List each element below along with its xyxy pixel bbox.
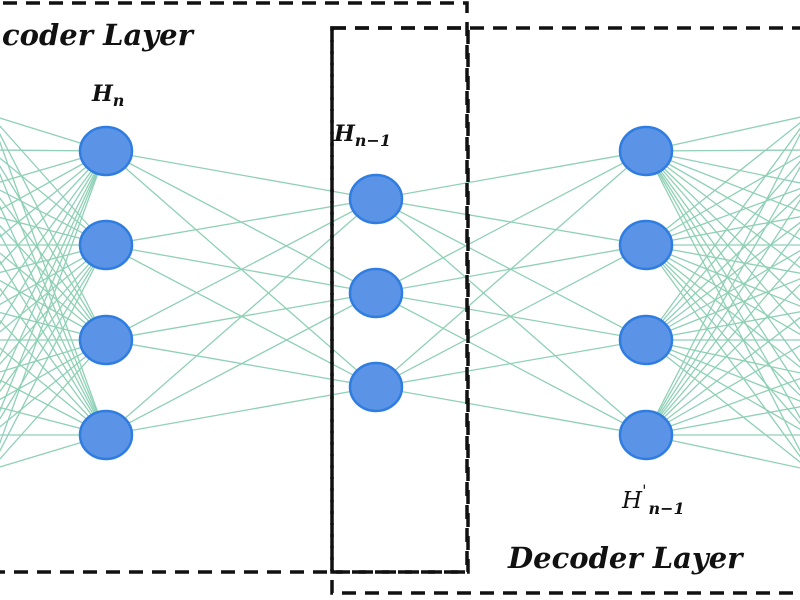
- edge-decoder-to-output: [645, 339, 800, 374]
- edge-input-to-hn: [0, 165, 107, 341]
- edge-input-to-hn: [0, 287, 107, 436]
- edge-hn-to-latent: [105, 386, 377, 436]
- decoder-node: [618, 314, 674, 366]
- edge-latent-to-decoder: [375, 150, 647, 200]
- edge-input-to-hn: [0, 205, 107, 436]
- edge-decoder-to-output: [645, 278, 800, 341]
- edge-input-to-hn: [0, 132, 107, 341]
- connection-lines: [0, 116, 800, 469]
- decoder-node: [618, 125, 674, 177]
- h-n-label: Hn: [91, 81, 124, 110]
- edge-decoder-to-output: [645, 216, 800, 246]
- edge-hn-to-latent: [105, 198, 377, 436]
- edge-decoder-to-output: [645, 155, 800, 246]
- h-n-minus-1-label: Hn−1: [333, 121, 391, 150]
- decoder-node: [618, 409, 674, 461]
- edge-decoder-to-output: [645, 199, 800, 436]
- edge-input-to-hn: [0, 232, 107, 436]
- edge-decoder-to-output: [645, 150, 800, 269]
- edge-decoder-to-output: [645, 187, 800, 246]
- edge-decoder-to-output: [645, 255, 800, 436]
- hn-node: [78, 125, 134, 177]
- hn-node: [78, 409, 134, 461]
- hn-node: [78, 219, 134, 271]
- edge-hn-to-latent: [105, 198, 377, 246]
- latent-node: [348, 267, 404, 319]
- edge-decoder-to-output: [645, 283, 800, 436]
- edge-decoder-to-output: [645, 345, 800, 436]
- edge-latent-to-decoder: [375, 386, 647, 436]
- edge-decoder-to-output: [645, 133, 800, 436]
- latent-node: [348, 361, 404, 413]
- latent-layer-box: [330, 26, 470, 574]
- edge-decoder-to-output: [645, 434, 800, 469]
- edge-hn-to-latent: [105, 292, 377, 436]
- edge-decoder-to-output: [645, 150, 800, 184]
- edge-input-to-hn: [0, 197, 107, 341]
- edge-decoder-to-output: [645, 221, 800, 341]
- edge-decoder-to-output: [645, 377, 800, 436]
- edge-decoder-to-output: [645, 193, 800, 341]
- edge-decoder-to-output: [645, 244, 800, 274]
- edge-decoder-to-output: [645, 406, 800, 436]
- decoder-layer-label: Decoder Layer: [507, 541, 745, 575]
- h-prime-n-minus-1-label: H'n−1: [621, 481, 685, 518]
- edge-latent-to-decoder: [375, 150, 647, 294]
- encoder-layer-label: coder Layer: [2, 18, 196, 52]
- edge-latent-to-decoder: [375, 339, 647, 388]
- decoder-layer-box: [330, 26, 800, 595]
- edge-input-to-hn: [0, 140, 107, 436]
- edge-hn-to-latent: [105, 150, 377, 200]
- edge-input-to-hn: [0, 319, 107, 436]
- edge-input-to-hn: [0, 224, 107, 341]
- neuron-nodes: [78, 125, 674, 461]
- edge-input-to-hn: [0, 150, 107, 266]
- latent-node: [348, 173, 404, 225]
- edge-latent-to-decoder: [375, 244, 647, 388]
- edge-decoder-to-output: [645, 116, 800, 152]
- hn-node: [78, 314, 134, 366]
- edge-decoder-to-output: [645, 227, 800, 436]
- edge-decoder-to-output: [645, 316, 800, 436]
- edge-input-to-hn: [0, 125, 107, 246]
- edge-latent-to-decoder: [375, 150, 647, 388]
- edge-decoder-to-output: [645, 166, 800, 436]
- edge-decoder-to-output: [645, 160, 800, 341]
- edge-hn-to-latent: [105, 198, 377, 341]
- edge-decoder-to-output: [645, 127, 800, 341]
- edge-decoder-to-output: [645, 122, 800, 246]
- edge-input-to-hn: [0, 260, 107, 436]
- edge-decoder-to-output: [645, 149, 800, 152]
- edge-decoder-to-output: [645, 150, 800, 212]
- decoder-node: [618, 219, 674, 271]
- edge-input-to-hn: [0, 172, 107, 436]
